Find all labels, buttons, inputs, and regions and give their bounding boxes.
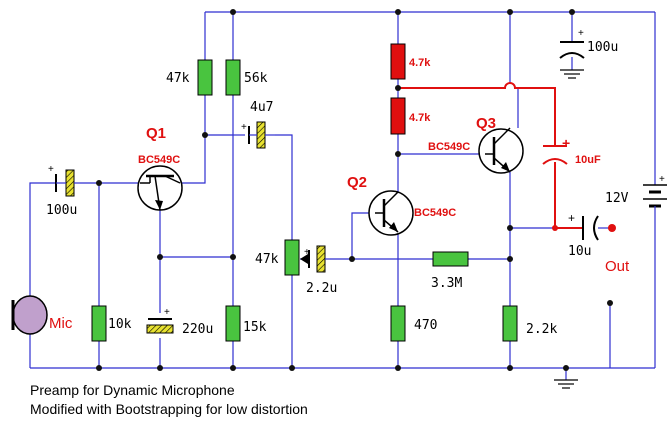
label-c-supply: 100u (587, 40, 618, 55)
label-mic: Mic (49, 315, 73, 332)
label-r6: 15k (243, 320, 267, 335)
wiring (29, 11, 656, 380)
resistor-56k (225, 59, 241, 96)
caption-line-2: Modified with Bootstrapping for low dist… (30, 401, 308, 417)
label-pot: 47k (255, 252, 279, 267)
label-q1-type: BC549C (138, 154, 180, 166)
capacitor-output: + (568, 211, 599, 241)
svg-text:+: + (241, 122, 247, 133)
resistor-15k (225, 305, 241, 342)
label-c2: 220u (182, 322, 213, 337)
capacitor-supply: + (559, 28, 585, 79)
resistor-10k (91, 305, 107, 342)
resistor-2k2 (502, 305, 518, 342)
bootstrap-wire (398, 82, 556, 146)
label-c1: 4u7 (250, 100, 273, 115)
capacitor-input: + (48, 164, 80, 197)
label-c-boot: 10uF (575, 154, 601, 166)
svg-text:+: + (164, 307, 170, 318)
label-r7: 470 (414, 318, 437, 333)
battery-symbol: + (643, 174, 667, 215)
label-r2: 56k (244, 71, 268, 86)
label-c3: 2.2u (306, 281, 337, 296)
resistor-47k-bias (197, 59, 213, 96)
caption-line-1: Preamp for Dynamic Microphone (30, 382, 235, 398)
label-r5: 10k (108, 317, 132, 332)
svg-text:+: + (568, 211, 575, 225)
label-r1: 47k (166, 71, 190, 86)
resistor-470 (390, 305, 406, 342)
svg-text:+: + (659, 174, 665, 185)
svg-text:+: + (562, 135, 570, 151)
label-supply: 12V (605, 191, 629, 206)
label-q3-type: BC549C (428, 141, 470, 153)
label-c-input: 100u (46, 203, 77, 218)
capacitor-220u: + (146, 307, 174, 334)
microphone-icon (11, 295, 48, 335)
potentiometer (284, 239, 308, 276)
capacitor-bootstrap: + (542, 135, 570, 165)
label-q2-type: BC549C (414, 207, 456, 219)
ground-symbol (554, 379, 578, 389)
transistor-q1 (137, 165, 183, 211)
capacitor-4u7: + (241, 121, 275, 149)
svg-text:+: + (578, 28, 584, 39)
label-q2: Q2 (347, 174, 367, 191)
label-r3: 4.7k (409, 57, 431, 69)
resistor-4k7-top (390, 43, 406, 80)
label-r8: 2.2k (526, 322, 557, 337)
resistor-4k7-bottom (390, 97, 406, 135)
label-out: Out (605, 258, 630, 275)
capacitor-2u2: + (304, 245, 330, 273)
label-c-out: 10u (568, 244, 591, 259)
label-r4: 4.7k (409, 112, 431, 124)
junction-dots (96, 9, 615, 371)
transistor-q3 (478, 127, 524, 174)
transistor-q2 (368, 190, 414, 236)
svg-text:+: + (304, 247, 310, 258)
label-q3: Q3 (476, 115, 496, 132)
label-q1: Q1 (146, 125, 166, 142)
resistor-3m3 (432, 251, 469, 267)
svg-text:+: + (48, 164, 54, 175)
label-r9: 3.3M (431, 276, 462, 291)
output-terminal (608, 224, 616, 232)
